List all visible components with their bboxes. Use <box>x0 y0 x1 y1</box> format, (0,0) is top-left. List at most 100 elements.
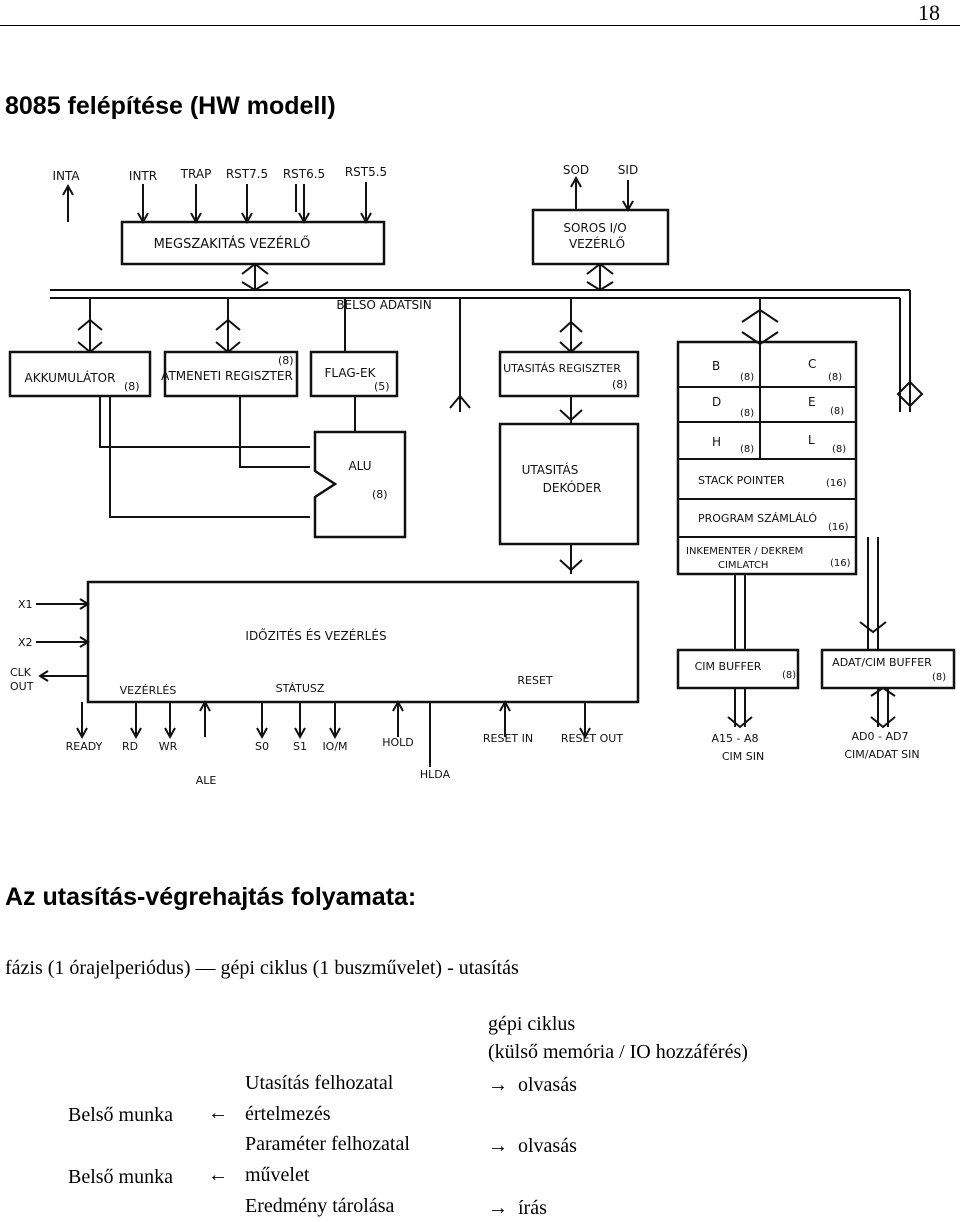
reg-b: B <box>712 359 720 373</box>
reg-l-bits: (8) <box>832 444 846 455</box>
reg-l: L <box>808 433 815 447</box>
incdec-label-1: INKEMENTER / DEKREM <box>686 546 803 557</box>
timing-control-label: VEZÉRLÉS <box>120 684 177 697</box>
timing-status-label: STÁTUSZ <box>276 682 325 695</box>
machine-cycle-header-1: gépi ciklus <box>488 1013 576 1035</box>
right-arrow-3: → <box>488 1197 508 1219</box>
pin-inta: INTA <box>52 169 80 183</box>
timing-reset-label: RESET <box>517 674 553 687</box>
decoder-label-2: DEKÓDER <box>543 480 602 495</box>
data-bus-label: CIM/ADAT SIN <box>844 748 919 761</box>
bus-op-read-2: olvasás <box>518 1135 577 1157</box>
temp-register-box <box>163 350 299 398</box>
accumulator-label: AKKUMULÁTOR <box>25 370 116 385</box>
data-buffer-bits: (8) <box>932 672 946 683</box>
data-buffer-label: ADAT/CIM BUFFER <box>832 656 932 669</box>
alu-box <box>313 430 407 539</box>
section-heading: Az utasítás-végrehajtás folyamata: <box>5 883 417 911</box>
instruction-register-bits: (8) <box>612 378 628 391</box>
left-arrow-2: ← <box>208 1164 228 1186</box>
bus-op-read-1: olvasás <box>518 1074 577 1096</box>
reg-b-bits: (8) <box>740 372 754 383</box>
pin-rst75: RST7.5 <box>226 167 268 181</box>
pin-clk: CLK <box>10 666 32 679</box>
step-decode: értelmezés <box>245 1103 331 1125</box>
pin-wr: WR <box>159 740 178 753</box>
interrupt-control-box <box>120 220 386 266</box>
stack-pointer-bits: (16) <box>826 478 847 489</box>
reg-d: D <box>712 395 721 409</box>
interrupt-control-label: MEGSZAKITÁS VEZÉRLŐ <box>154 236 311 252</box>
program-counter-bits: (16) <box>828 522 849 533</box>
alu-bits: (8) <box>372 488 388 501</box>
pin-address-high: A15 - A8 <box>711 732 758 745</box>
pin-hold: HOLD <box>382 736 414 749</box>
address-bus-label: CIM SIN <box>722 750 764 763</box>
internal-bus-label: BELSŐ ADATSIN <box>336 297 431 312</box>
serial-io-label-1: SOROS I/O <box>563 221 626 235</box>
accumulator-bits: (8) <box>124 380 140 393</box>
bus-op-write: írás <box>518 1197 547 1219</box>
step-store: Eredmény tárolása <box>245 1195 395 1217</box>
internal-work-1: Belső munka <box>68 1104 173 1126</box>
header-rule <box>0 25 960 26</box>
pin-reset-out: RESET OUT <box>561 732 623 745</box>
address-buffer-box <box>676 648 800 690</box>
pin-s1: S1 <box>293 740 307 753</box>
page-number: 18 <box>918 0 940 25</box>
pin-trap: TRAP <box>180 167 212 181</box>
right-arrow-2: → <box>488 1135 508 1157</box>
address-buffer-bits: (8) <box>782 670 796 681</box>
stack-pointer-label: STACK POINTER <box>698 474 785 487</box>
reg-e-bits: (8) <box>830 406 844 417</box>
reg-c: C <box>808 357 816 371</box>
block-diagram-8085: INTA INTR TRAP RST7.5 RST6.5 RST5.5 SOD … <box>0 162 960 792</box>
step-fetch: Utasítás felhozatal <box>245 1072 394 1094</box>
pin-out: OUT <box>10 680 34 693</box>
temp-register-label: ÁTMENETI REGISZTER <box>161 368 293 383</box>
pin-ad0-ad7: AD0 - AD7 <box>852 730 909 743</box>
pin-iom: IO/M <box>322 740 347 753</box>
address-buffer-label: CIM BUFFER <box>695 660 762 673</box>
pin-s0: S0 <box>255 740 269 753</box>
step-operand-fetch: Paraméter felhozatal <box>245 1133 410 1155</box>
flags-bits: (5) <box>374 380 390 393</box>
reg-h: H <box>712 435 721 449</box>
page-title: 8085 felépítése (HW modell) <box>5 92 336 120</box>
right-arrow-1: → <box>488 1074 508 1096</box>
pin-x1: X1 <box>18 598 33 611</box>
pin-hlda: HLDA <box>420 768 451 781</box>
left-arrow-1: ← <box>208 1102 228 1124</box>
instruction-decoder-box <box>498 422 640 546</box>
reg-d-bits: (8) <box>740 408 754 419</box>
incdec-label-2: CIMLATCH <box>718 560 768 571</box>
serial-io-label-2: VEZÉRLŐ <box>569 236 625 251</box>
incdec-bits: (16) <box>830 558 851 569</box>
pin-sod: SOD <box>563 163 589 177</box>
pin-ale: ALE <box>196 774 217 787</box>
flags-label: FLAG-EK <box>325 366 377 380</box>
reg-h-bits: (8) <box>740 444 754 455</box>
pin-intr: INTR <box>129 169 157 183</box>
step-execute: művelet <box>245 1164 310 1186</box>
sequence-line: fázis (1 órajelperiódus) — gépi ciklus (… <box>5 957 519 979</box>
pin-reset-in: RESET IN <box>483 732 533 745</box>
pin-sid: SID <box>618 163 638 177</box>
pin-ready: READY <box>66 740 103 753</box>
instruction-register-box <box>498 350 640 398</box>
timing-title: IDŐZITÉS ÉS VEZÉRLÉS <box>245 628 386 643</box>
reg-e: E <box>808 395 816 409</box>
pin-rd: RD <box>122 740 138 753</box>
instruction-register-label: UTASITÁS REGISZTER <box>503 362 621 375</box>
decoder-label-1: UTASITÁS <box>522 462 579 477</box>
pin-rst55: RST5.5 <box>345 165 387 179</box>
internal-work-2: Belső munka <box>68 1166 173 1188</box>
temp-register-bits: (8) <box>278 354 294 367</box>
reg-c-bits: (8) <box>828 372 842 383</box>
program-counter-label: PROGRAM SZÁMLÁLÓ <box>698 512 817 525</box>
alu-label: ALU <box>348 459 371 473</box>
pin-x2: X2 <box>18 636 33 649</box>
pin-rst65: RST6.5 <box>283 167 325 181</box>
machine-cycle-header-2: (külső memória / IO hozzáférés) <box>488 1041 748 1063</box>
accumulator-box <box>8 350 152 398</box>
